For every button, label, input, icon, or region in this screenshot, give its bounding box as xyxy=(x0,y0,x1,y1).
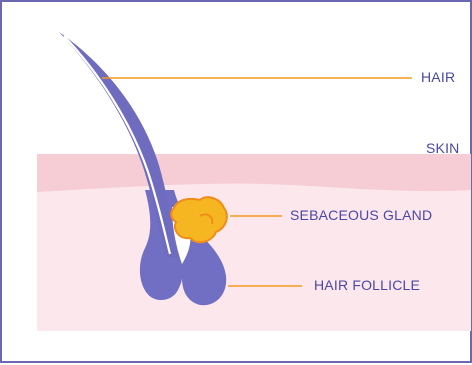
skin-label: SKIN xyxy=(426,140,459,156)
hair-label: HAIR xyxy=(421,69,455,85)
sebaceous-gland-label: SEBACEOUS GLAND xyxy=(290,207,432,223)
hair-follicle-label: HAIR FOLLICLE xyxy=(314,277,420,293)
